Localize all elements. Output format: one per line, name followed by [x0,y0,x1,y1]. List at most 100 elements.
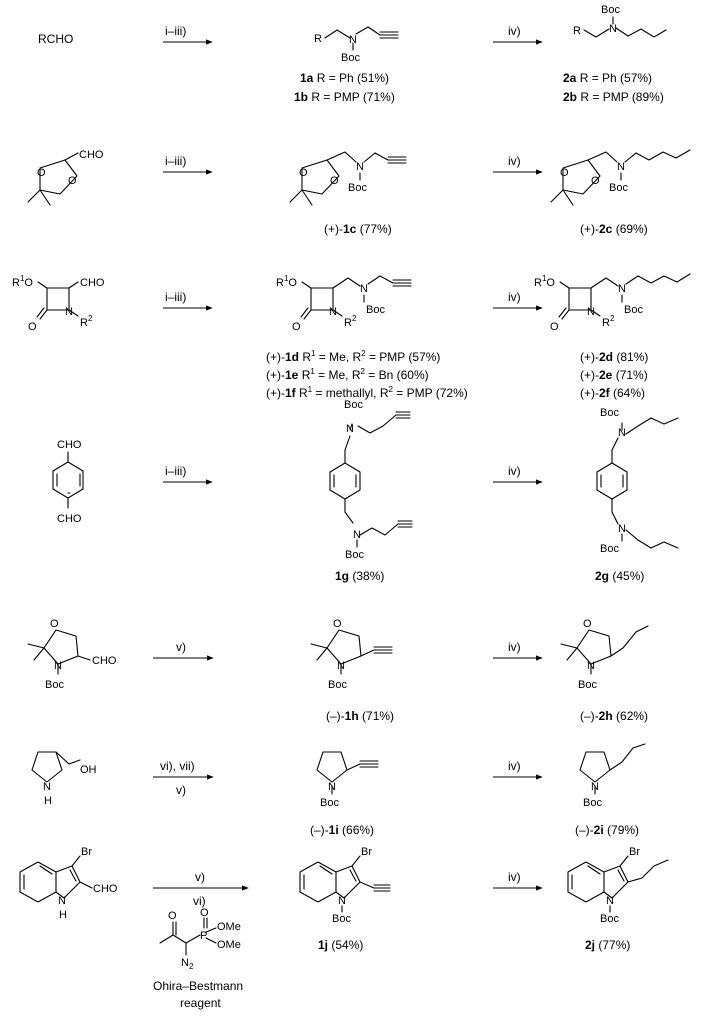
atom-boc: Boc [332,913,351,925]
row-6: N H OH vi), vii) v) N Boc (–)-1i (66%) i… [31,743,646,837]
structure-1h: O N Boc [310,618,393,691]
atom-n: N [54,660,62,672]
atom-n: N [65,306,73,318]
atom-br: Br [81,846,92,858]
atom-boc: Boc [341,52,360,64]
atom-boc: Boc [345,549,364,561]
atom-n: N [328,781,336,793]
atom-n: N [360,283,368,295]
structure-azetidinone-aldehyde: CHO R1O O N R2 [12,274,105,333]
atom-o: O [168,910,177,922]
atom-n: N [591,781,599,793]
atom-h: H [59,909,67,921]
atom-boc: Boc [366,304,385,316]
atom-o: O [330,175,339,187]
atom-r2: R2 [344,314,357,329]
atom-r2: R2 [80,314,93,329]
atom-cho: CHO [57,439,82,451]
atom-cho: CHO [57,513,82,525]
atom-h: H [44,795,52,807]
atom-boc: Boc [600,543,619,555]
atom-cho: CHO [80,277,105,289]
atom-n: N [43,781,51,793]
row-1: RCHO i–iii) R N Boc 1a R = Ph (51%) 1b R… [38,4,667,104]
atom-o: O [28,321,37,333]
structure-glyceraldehyde-acetonide: CHO O O [27,149,104,206]
atom-cho: CHO [79,149,104,161]
atom-boc: Boc [45,679,64,691]
atom-n: N [338,895,346,907]
atom-n: N [58,895,66,907]
atom-ome: OMe [217,921,241,933]
compound-label-2f: (+)-2f (64%) [580,386,645,400]
reagent-label-r1: i–iii) [165,290,186,304]
compound-label-1h: (–)-1h (71%) [326,709,394,723]
structure-1j: Br N Boc [299,846,391,925]
compound-label-1a: 1a R = Ph (51%) [300,71,389,85]
atom-boc: Boc [348,182,367,194]
compound-label-2b: 2b R = PMP (89%) [563,90,664,104]
atom-o: O [333,618,342,630]
atom-br: Br [361,846,372,858]
atom-boc: Boc [320,797,339,809]
compound-label-2a: 2a R = Ph (57%) [563,71,652,85]
atom-n: N [587,306,595,318]
atom-n: N [618,523,626,535]
atom-n: N [617,161,625,173]
atom-boc: Boc [601,4,620,16]
reagent-label-r2: iv) [508,154,521,168]
compound-label-2g: 2g (45%) [595,569,644,583]
atom-boc: Boc [600,913,619,925]
structure-2i: N Boc [579,743,646,809]
structure-garner-aldehyde: O N Boc CHO [27,618,117,691]
compound-label-1g: 1g (38%) [335,569,384,583]
atom-n2: N2 [181,957,194,971]
atom-r1: R1O [276,274,297,289]
reagent-label-r1: i–iii) [165,464,186,478]
atom-boc: Boc [624,304,643,316]
atom-boc: Boc [583,797,602,809]
compound-label-2h: (–)-2h (62%) [580,709,648,723]
structure-1d: R1O O N R2 N Boc [276,274,412,333]
atom-o: O [200,907,209,919]
compound-label-1i: (–)-1i (66%) [310,823,374,837]
reagent-label-r7b: vi) [193,894,206,908]
row-5: O N Boc CHO v) O N Boc (–)-1h (71%) iv) [27,618,649,723]
row-2: CHO O O i–iii) O O N Boc (+)-1c (77%) iv… [27,149,691,236]
atom-o: O [583,618,592,630]
compound-label-1j: 1j (54%) [318,938,363,952]
atom-boc: Boc [344,399,363,411]
atom-boc: Boc [328,679,347,691]
reagent-label-r2: iv) [508,24,521,38]
atom-n: N [329,306,337,318]
structure-ohira-bestmann: O P O OMe OMe N2 [159,907,241,971]
structure-terephthalaldehyde: CHO CHO [52,439,84,525]
atom-r1: R1O [12,274,33,289]
compound-label-1c: (+)-1c (77%) [324,222,392,236]
structure-prolinol: N H OH [31,751,97,807]
ohira-bestmann-label-2: reagent [180,996,221,1010]
atom-o: O [299,167,308,179]
atom-p: P [200,930,207,942]
compound-label-2c: (+)-2c (69%) [580,222,648,236]
reagent-label-r2: iv) [508,464,521,478]
reagent-label-r2: iv) [508,870,521,884]
atom-o: O [550,321,559,333]
reagent-label-r6b: v) [176,783,186,797]
structure-2h: O N Boc [560,618,649,691]
reagent-label-r2: iv) [508,759,521,773]
structure-2g: N Boc N Boc [596,407,679,555]
reagent-label-r2: iv) [508,640,521,654]
compound-label-2e: (+)-2e (71%) [580,368,648,382]
atom-o: O [591,175,600,187]
start-rcho: RCHO [38,32,73,46]
reagent-label-r2: iv) [508,290,521,304]
atom-cho: CHO [92,655,117,667]
atom-n: N [618,283,626,295]
reagent-label-r6: vi), vii) [160,759,195,773]
compound-label-1d: (+)-1d R1 = Me, R2 = PMP (57%) [266,349,440,364]
atom-boc: Boc [600,407,619,419]
structure-bromoindole-aldehyde: Br N H CHO [19,846,118,921]
reagent-label-r5: v) [176,640,186,654]
